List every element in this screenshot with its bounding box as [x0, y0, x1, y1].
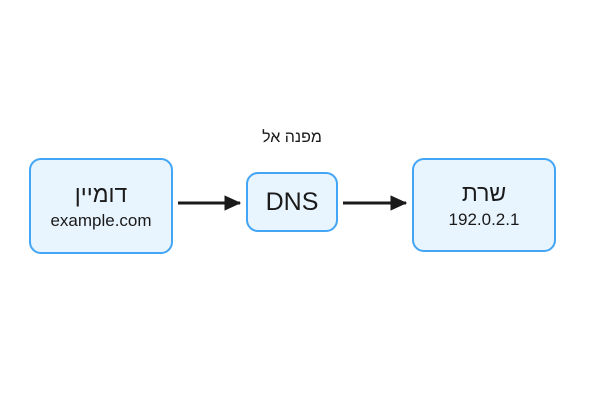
node-server-title: שרת: [461, 180, 507, 207]
node-domain-title: דומיין: [74, 181, 128, 208]
node-domain-subtitle: example.com: [50, 210, 152, 230]
node-server[interactable]: שרת 192.0.2.1: [412, 158, 556, 252]
node-dns-title: DNS: [265, 187, 319, 216]
node-server-subtitle: 192.0.2.1: [448, 209, 520, 229]
edge-label-points-to: מפנה אל: [262, 129, 322, 146]
node-dns[interactable]: DNS: [246, 172, 338, 232]
node-domain[interactable]: דומיין example.com: [29, 158, 173, 254]
